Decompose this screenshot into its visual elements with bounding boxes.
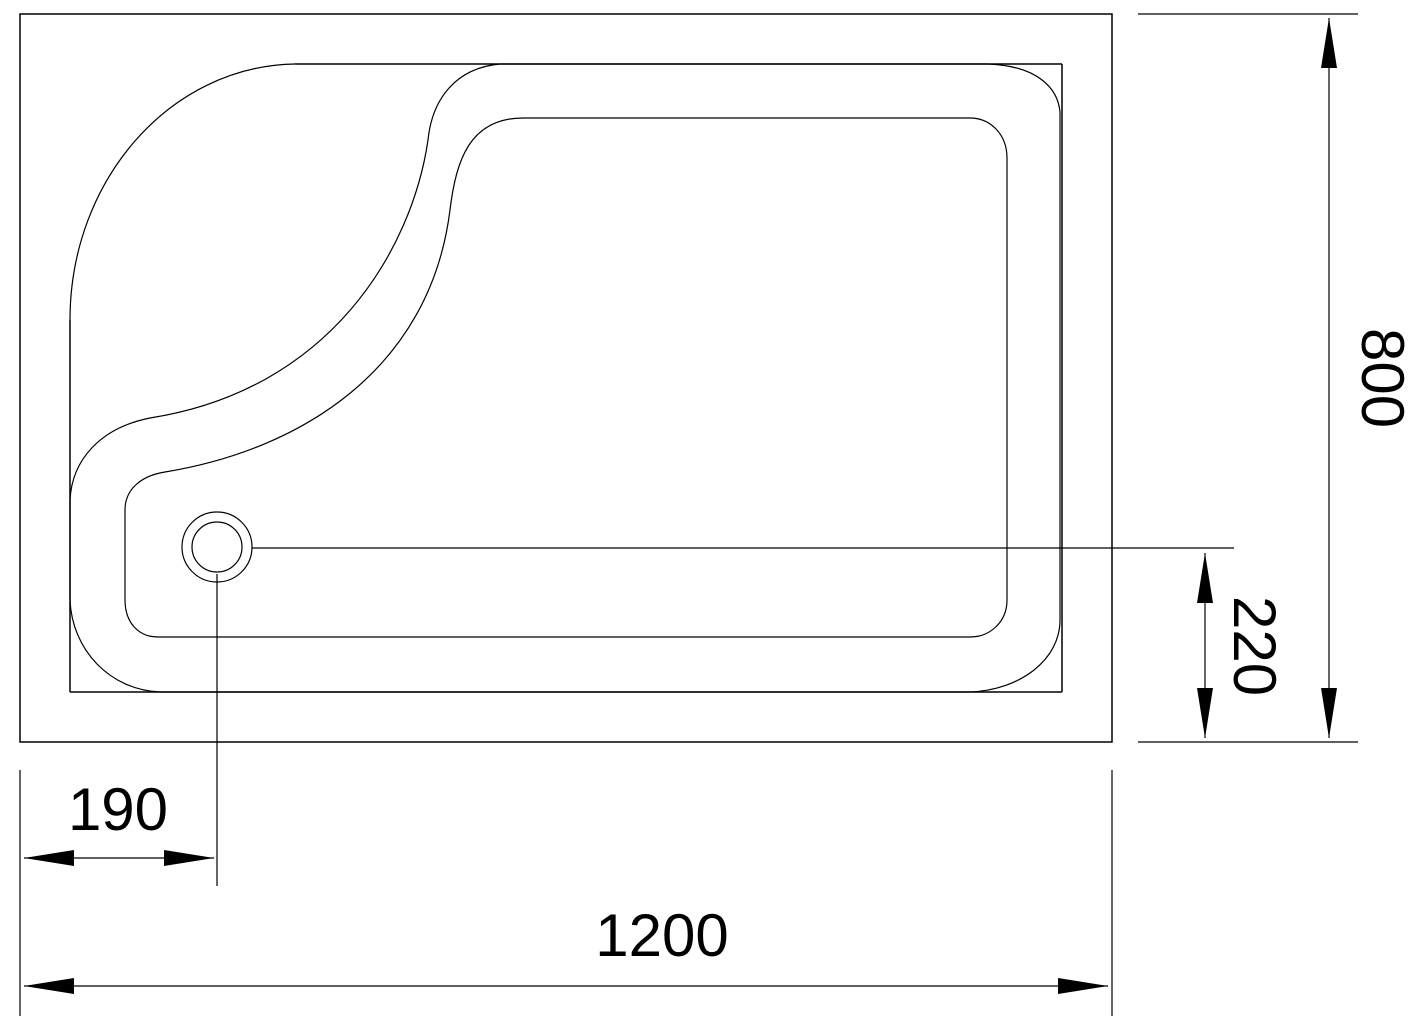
basin-inner-contour [124,117,1008,638]
dimension-800: 800 [1321,18,1416,738]
dimension-190: 190 [24,776,214,866]
extension-lines [19,13,1358,1016]
basin-outer-contour [69,63,1061,693]
dimension-1200: 1200 [24,902,1108,994]
dimension-220-label: 220 [1221,596,1288,696]
dimension-190-label: 190 [68,776,168,843]
dimension-220: 220 [1197,553,1288,738]
drain-icon [181,511,253,583]
dimension-800-label: 800 [1349,328,1416,428]
dimension-1200-label: 1200 [595,902,728,969]
tray-rim-frame [69,63,1063,693]
tray-outer-outline [19,13,1113,743]
